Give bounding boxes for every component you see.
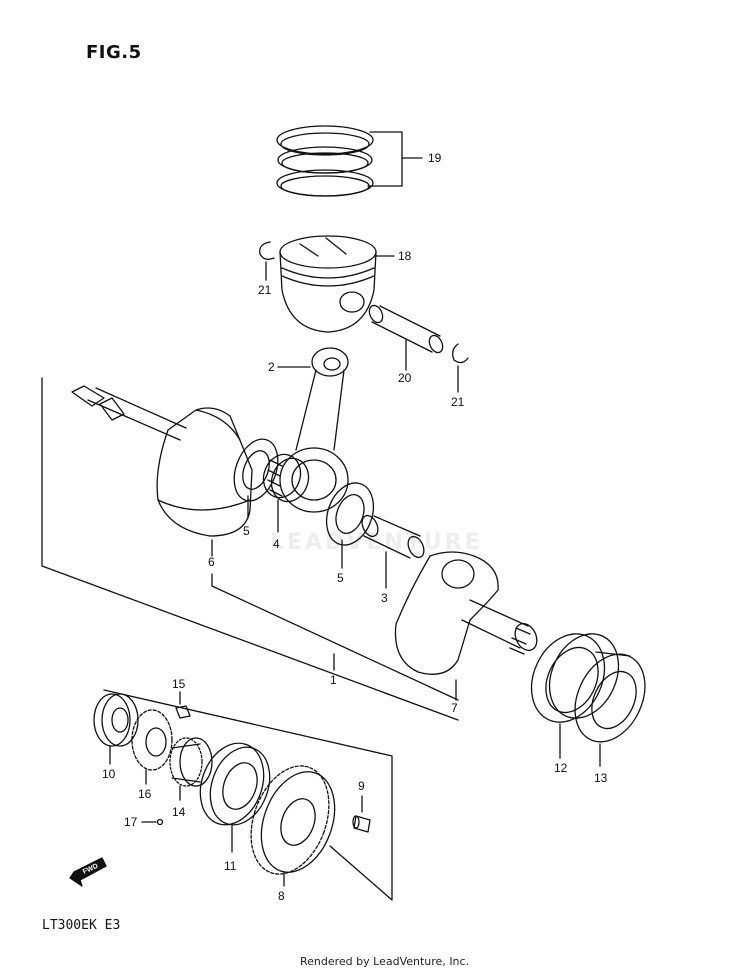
thrust-washer-right[interactable]: 5	[318, 476, 381, 585]
callout-19: 19	[428, 151, 442, 165]
assembly-bracket: 1	[41, 377, 459, 721]
pin-9[interactable]: 9	[352, 779, 371, 833]
piston-rings[interactable]: 19	[276, 125, 442, 197]
forward-arrow-icon: FWD	[69, 857, 107, 887]
bearing-11[interactable]: 11	[189, 734, 280, 873]
callout-18: 18	[398, 249, 412, 263]
callout-12: 12	[554, 761, 568, 775]
callout-7: 7	[451, 701, 458, 715]
callout-11: 11	[224, 859, 237, 873]
callout-10: 10	[102, 767, 116, 781]
lower-bracket	[103, 689, 393, 901]
circlip-right[interactable]: 21	[451, 343, 469, 409]
callout-15: 15	[172, 677, 186, 691]
callout-21-right: 21	[451, 395, 465, 409]
key-15[interactable]: 15	[172, 677, 191, 719]
piston[interactable]: 18	[279, 235, 412, 333]
callout-2: 2	[268, 360, 275, 374]
callout-3: 3	[381, 591, 388, 605]
callout-16: 16	[138, 787, 152, 801]
callout-5-right: 5	[337, 571, 344, 585]
callout-21-left: 21	[258, 283, 272, 297]
thrust-washer-left[interactable]: 5	[226, 433, 285, 538]
callout-9: 9	[358, 779, 365, 793]
part-17[interactable]: 17	[124, 815, 164, 829]
model-code: LT300EK E3	[42, 918, 121, 933]
crankshaft-right[interactable]: 7	[394, 551, 541, 715]
gear-16[interactable]: 16	[131, 709, 173, 801]
callout-8: 8	[278, 889, 285, 903]
callout-5-left: 5	[243, 524, 250, 538]
connecting-rod[interactable]: 2	[268, 347, 349, 513]
crank-pin[interactable]: 3	[359, 513, 427, 605]
oil-seal[interactable]: 13	[562, 643, 659, 785]
callout-13: 13	[594, 771, 608, 785]
circlip-left[interactable]: 21	[258, 241, 275, 297]
callout-14: 14	[172, 805, 186, 819]
gear-14[interactable]: 14	[169, 737, 213, 819]
callout-17: 17	[124, 815, 138, 829]
bearing-small[interactable]: 10	[93, 693, 139, 781]
callout-20: 20	[398, 371, 412, 385]
callout-1: 1	[330, 673, 337, 687]
figure-title: FIG.5	[86, 42, 142, 63]
needle-bearing[interactable]: 4	[258, 449, 315, 551]
crankshaft-left[interactable]: 6	[71, 385, 253, 569]
crankshaft-bearing-right[interactable]: 12	[518, 622, 632, 775]
footer-credit: Rendered by LeadVenture, Inc.	[300, 955, 470, 968]
piston-pin[interactable]: 20	[367, 303, 445, 385]
callout-6: 6	[208, 555, 215, 569]
callout-4: 4	[273, 537, 280, 551]
watermark: LEADVENTURE	[270, 530, 483, 555]
gear-8[interactable]: 8	[237, 755, 348, 903]
